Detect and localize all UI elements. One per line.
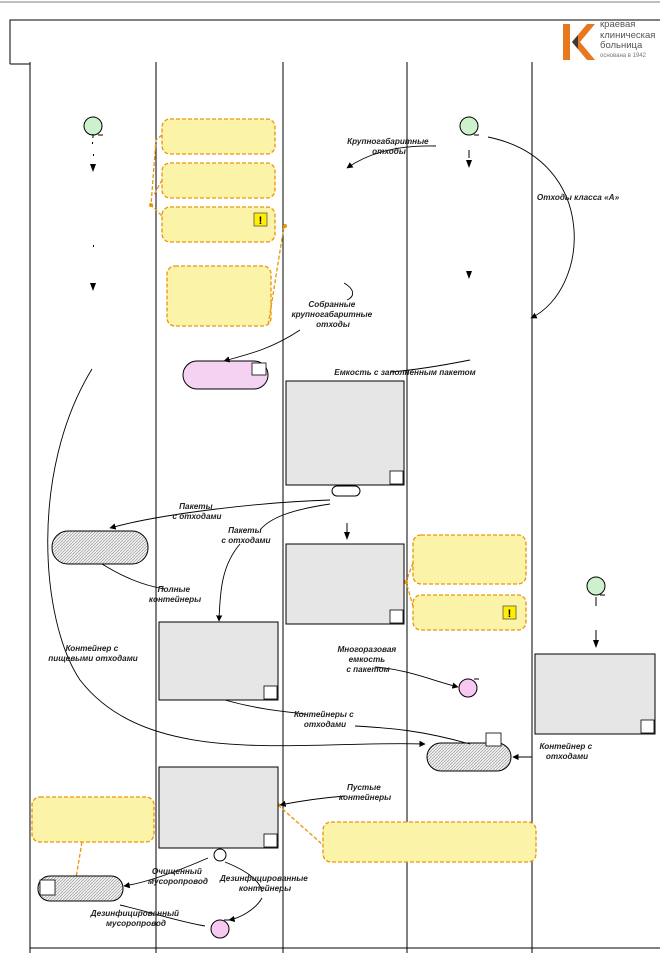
task-box	[285, 543, 405, 625]
flow-dots	[90, 142, 599, 648]
label-cleaned-chute: Очищенный мусоропровод	[148, 867, 208, 886]
logo-line-4: основана в 1942	[600, 52, 646, 59]
annotation-box	[166, 265, 272, 327]
label-reusable: Многоразовая емкость с пакетом	[337, 645, 398, 674]
label-bags-2: Пакеты с отходами	[221, 526, 270, 545]
flow-lines	[47, 136, 575, 927]
label-class-a: Отходы класса «А»	[537, 193, 620, 202]
logo-text: краевая клиническая больница основана в …	[600, 19, 656, 61]
svg-text:!: !	[259, 215, 263, 227]
pink-task	[182, 360, 269, 390]
annotations	[31, 118, 537, 863]
label-bulky-waste: Крупногабаритные отходы	[347, 136, 431, 156]
svg-text:!: !	[508, 608, 512, 620]
warning-icon: !	[253, 212, 268, 227]
down-arrow-icon	[593, 640, 599, 648]
label-full-containers: Полные контейнеры	[149, 585, 201, 604]
logo-line-3: больница	[600, 40, 643, 51]
annotation-connectors	[75, 134, 414, 879]
annotation-box	[31, 796, 155, 843]
down-arrow-icon	[466, 160, 472, 168]
label-empty-containers: Пустые контейнеры	[339, 783, 391, 802]
start-event-2	[459, 116, 479, 136]
warning-icon: !	[502, 605, 517, 620]
label-collected-bulky: Собранные крупногабаритные отходы	[292, 299, 375, 329]
label-containers-with-waste: Контейнеры с отходами	[294, 710, 356, 729]
annotation-box	[322, 821, 537, 863]
end-event-2	[210, 919, 230, 939]
small-connectors	[213, 485, 361, 862]
down-arrow-icon	[90, 283, 96, 291]
logo-mark-icon	[563, 24, 595, 60]
task-box	[158, 621, 279, 701]
task-box	[158, 766, 279, 849]
annotation-box	[161, 162, 276, 199]
down-arrow-icon	[466, 271, 472, 279]
logo-line-2: клиническая	[600, 29, 656, 41]
annotation-box	[412, 534, 527, 585]
task-markers	[263, 470, 655, 848]
task-box	[285, 380, 405, 486]
hospital-logo: краевая клиническая больница основана в …	[557, 19, 657, 64]
end-event-1	[458, 678, 479, 698]
down-arrow-icon	[90, 164, 96, 172]
hatched-object-3	[37, 875, 124, 902]
logo-line-1: краевая	[600, 19, 636, 30]
annotation-box	[161, 206, 276, 243]
label-bags-1: Пакеты с отходами	[172, 502, 221, 521]
annotation-box	[412, 594, 527, 631]
start-event-3	[586, 576, 606, 596]
annotation-box	[161, 118, 276, 155]
task-boxes	[158, 380, 656, 849]
hatched-object-1	[51, 530, 149, 565]
label-food-container: Контейнер с пищевыми отходами	[48, 644, 138, 663]
label-disinfected-containers: Дезинфицированные контейнеры	[219, 874, 310, 893]
task-box	[534, 653, 656, 735]
hatched-object-2	[426, 732, 512, 772]
down-arrow-icon	[344, 532, 350, 540]
start-event-1	[83, 116, 103, 136]
label-container-bag: Емкость с заполненным пакетом	[334, 368, 476, 377]
label-container-with-waste: Контейнер с отходами	[539, 742, 594, 761]
label-disinfected-chute: Дезинфицированный мусоропровод	[90, 909, 182, 928]
